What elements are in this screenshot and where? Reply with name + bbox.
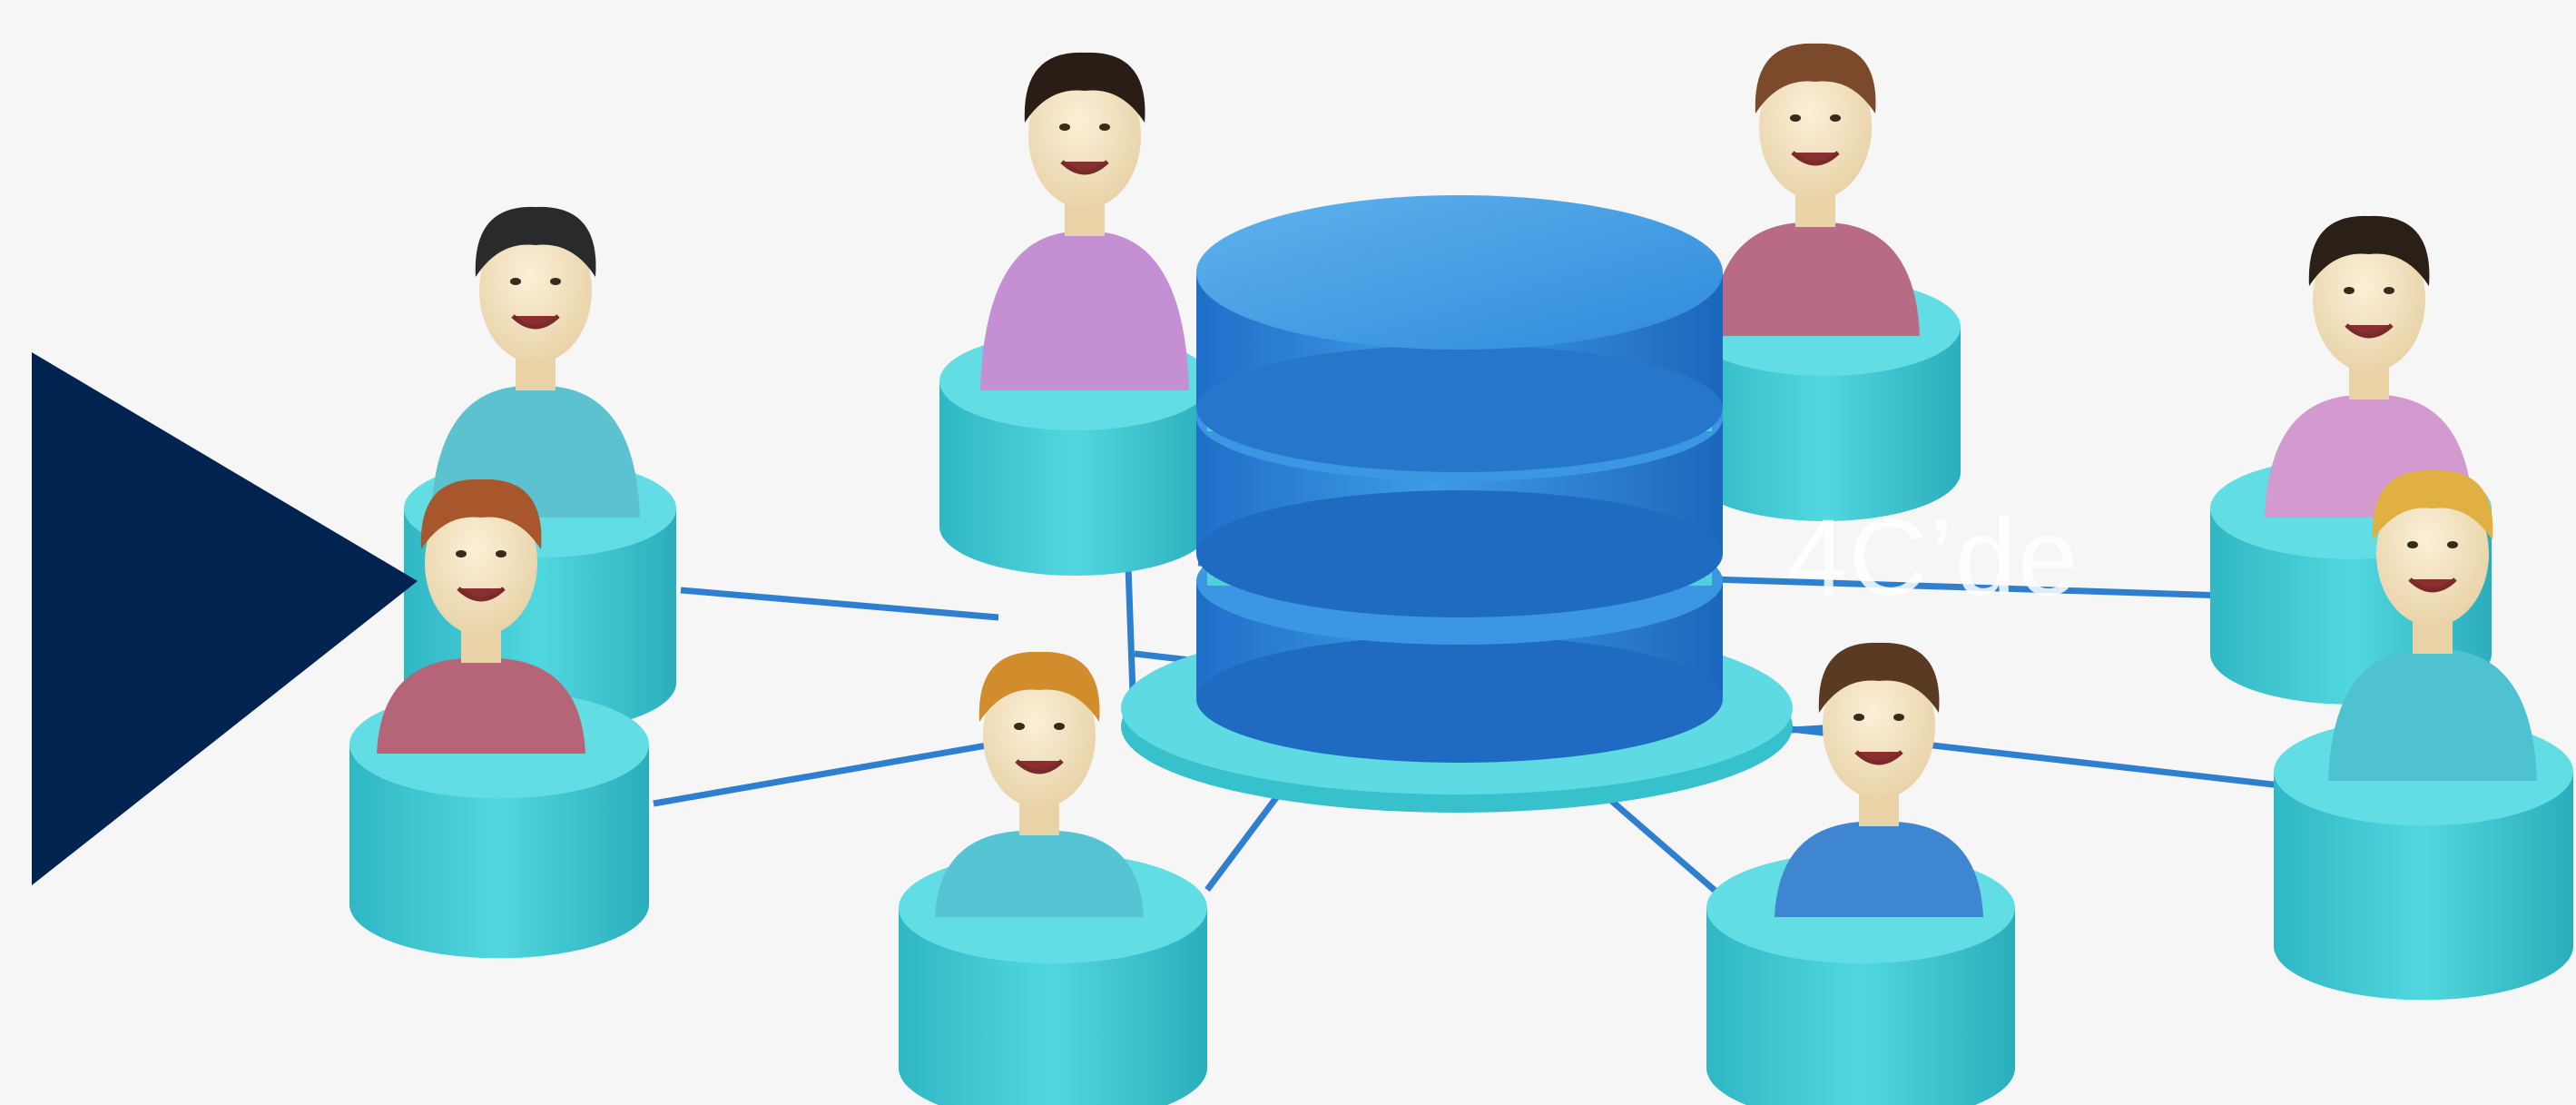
pedestal	[899, 908, 1207, 1105]
database-icon	[1121, 195, 1793, 813]
person-face	[1759, 54, 1872, 200]
person-on-pedestal	[899, 651, 1207, 1105]
person-smile	[511, 314, 560, 330]
person-face	[2376, 481, 2489, 626]
person-eye	[456, 550, 467, 557]
person-eye	[1054, 723, 1065, 730]
pedestal	[1706, 908, 2015, 1105]
person-eye	[2384, 287, 2394, 294]
person-eye	[1059, 123, 1070, 131]
person-on-pedestal	[1688, 43, 1961, 521]
play-triangle-icon	[32, 352, 418, 885]
person-smile	[1854, 750, 1903, 765]
person-hair	[2308, 215, 2430, 286]
person-eye	[1014, 723, 1025, 730]
person-eye	[1790, 114, 1801, 122]
person-face	[2313, 227, 2425, 372]
person-shirt	[377, 657, 585, 754]
person-eye	[1893, 714, 1904, 721]
person-face	[1028, 64, 1141, 209]
person-on-pedestal	[1706, 642, 2015, 1105]
person-smile	[1791, 151, 1840, 166]
person-smile	[2345, 323, 2394, 339]
person-eye	[510, 278, 521, 285]
person-eye	[1099, 123, 1110, 131]
person-on-pedestal	[404, 206, 676, 732]
person-figures	[349, 43, 2573, 1105]
person-hair	[1024, 52, 1145, 123]
person-eye	[2447, 541, 2458, 548]
pedestal	[939, 381, 1212, 576]
person-eye	[2344, 287, 2355, 294]
person-hair	[2372, 469, 2493, 540]
person-eye	[1830, 114, 1841, 122]
person-on-pedestal	[349, 479, 649, 959]
person-shirt	[935, 830, 1144, 917]
person-hair	[1755, 43, 1876, 113]
overlay-watermark-text: 4C’de	[1786, 497, 2080, 618]
person-shirt	[1775, 821, 1983, 917]
person-hair	[475, 206, 596, 277]
person-on-pedestal	[2274, 469, 2573, 1001]
person-eye	[550, 278, 561, 285]
person-eye	[2407, 541, 2418, 548]
person-smile	[457, 587, 506, 602]
person-smile	[2408, 577, 2457, 593]
pedestal	[2274, 772, 2573, 1001]
person-eye	[1853, 714, 1864, 721]
person-shirt	[980, 231, 1189, 390]
person-smile	[1060, 160, 1109, 175]
person-shirt	[2328, 648, 2537, 781]
person-on-pedestal	[939, 52, 1212, 576]
person-face	[479, 218, 592, 363]
person-hair	[420, 479, 542, 549]
person-hair	[1818, 642, 1940, 713]
pedestal	[1688, 327, 1961, 521]
person-shirt	[1711, 222, 1920, 336]
person-hair	[978, 651, 1100, 722]
person-eye	[496, 550, 506, 557]
person-face	[1823, 654, 1935, 799]
pedestal	[349, 745, 649, 959]
person-face	[983, 663, 1096, 808]
person-face	[425, 490, 537, 636]
person-smile	[1015, 759, 1064, 774]
